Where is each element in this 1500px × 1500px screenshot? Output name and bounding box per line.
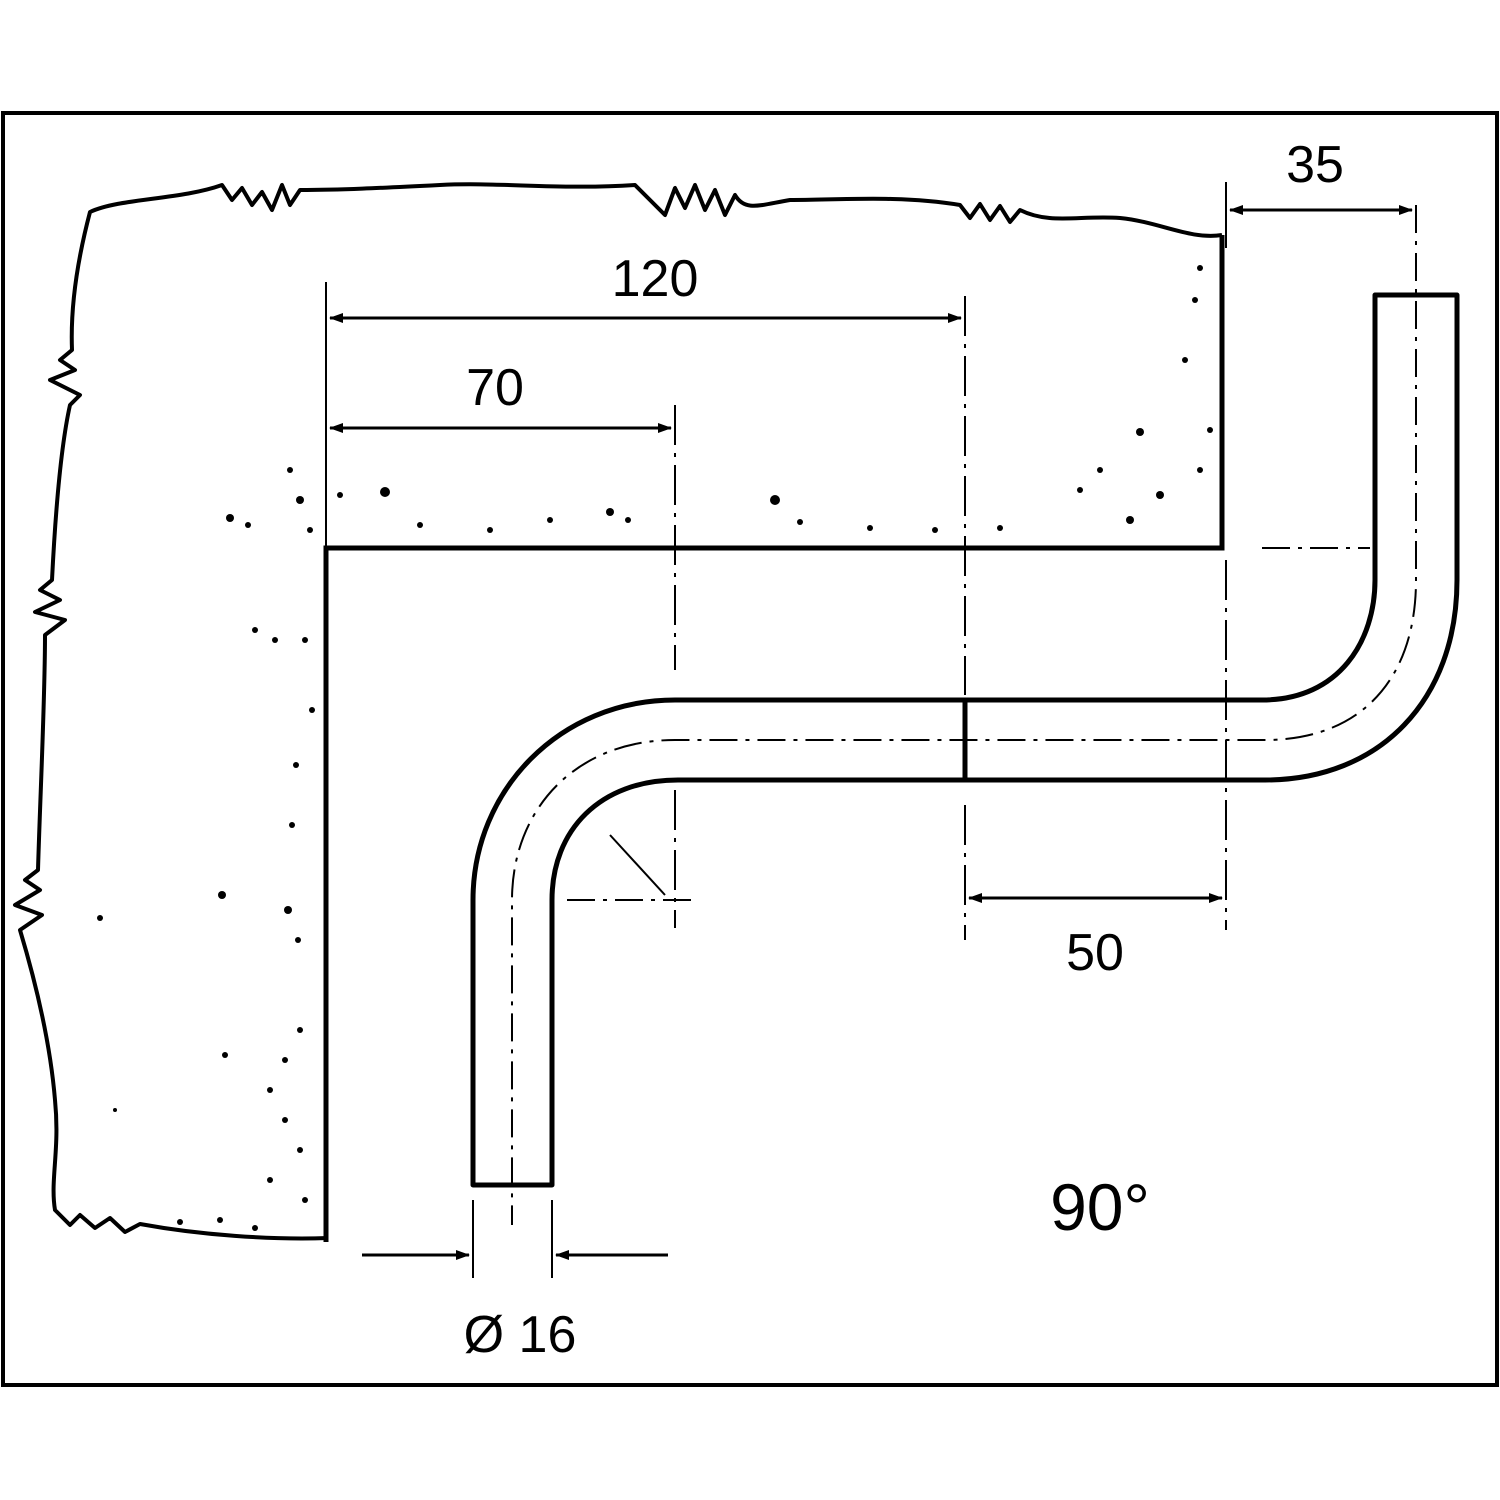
wall-outline [13,182,1223,1241]
dim-label-70: 70 [466,359,524,417]
pipe-centerline [511,205,1417,1225]
dim-label-diameter: Ø 16 [464,1306,577,1364]
angle-label: 90° [1050,1170,1150,1244]
dim-label-35: 35 [1286,136,1344,194]
pipe-outline [470,292,1460,1188]
dimension-lines [329,205,1413,1260]
dim-label-50: 50 [1066,924,1124,982]
drawing-frame [1,111,1499,1387]
dim-label-120: 120 [612,250,699,308]
wall-surface [323,235,1225,1242]
extension-lines [325,182,1370,1278]
concrete-stipple [97,265,1213,1231]
